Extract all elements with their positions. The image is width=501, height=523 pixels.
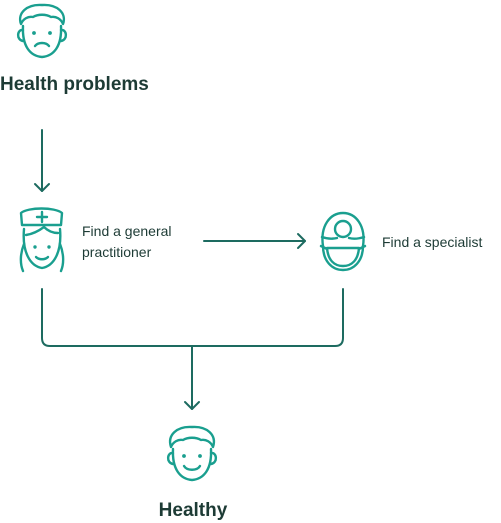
- sad-person-icon: [16, 3, 68, 59]
- merge-connector: [41, 288, 344, 410]
- specialist-label: Find a specialist: [382, 234, 483, 250]
- happy-person-icon: [166, 425, 218, 482]
- doctor-head-mirror-icon: [319, 211, 367, 272]
- arrow-to-gp: [34, 129, 50, 192]
- health-problems-label: Health problems: [0, 74, 149, 95]
- arrow-to-specialist: [203, 233, 306, 249]
- general-practitioner-label: Find a general practitioner: [82, 223, 172, 260]
- healthy-label: Healthy: [158, 500, 228, 521]
- nurse-icon: [19, 207, 65, 273]
